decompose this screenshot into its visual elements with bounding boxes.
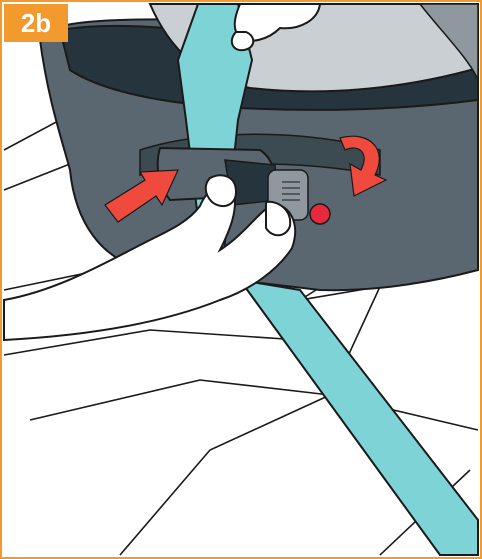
step-label: 2b bbox=[21, 8, 51, 39]
release-button bbox=[310, 204, 330, 224]
step-badge: 2b bbox=[4, 4, 68, 42]
